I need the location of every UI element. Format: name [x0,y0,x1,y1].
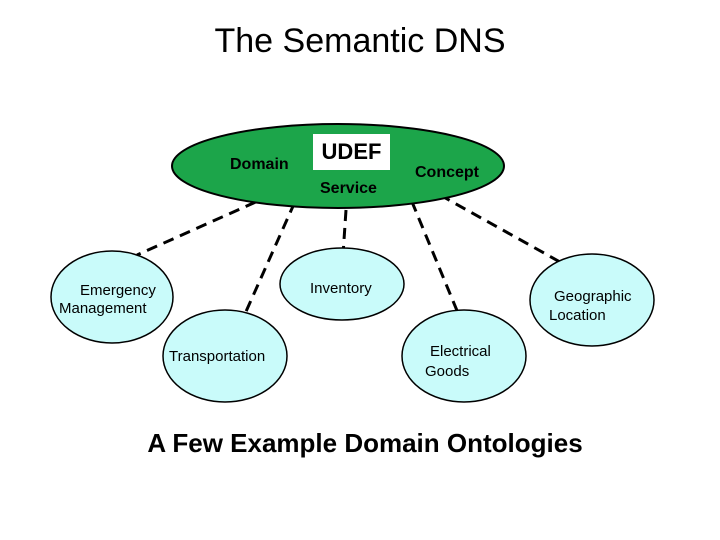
geographic-label-line1: Geographic [554,288,632,305]
connector-emergency [136,178,306,257]
domain-label: Domain [230,156,289,173]
node-geographic-location [529,253,655,347]
slide-title: The Semantic DNS [214,22,506,60]
connector-inventory [340,209,348,271]
emergency-label-line2: Management [59,300,147,317]
transportation-label: Transportation [169,348,266,365]
udef-label: UDEF [313,134,390,170]
node-transportation [162,309,288,403]
geographic-label-line2: Location [549,307,606,324]
connector-geographic [439,193,579,274]
node-emergency-management [50,250,174,344]
slide-caption: A Few Example Domain Ontologies [147,428,583,458]
connector-electrical [396,167,467,331]
connector-transportation [234,185,304,335]
concept-label: Concept [415,164,479,181]
electrical-label-line1: Electrical [430,343,491,360]
node-electrical-goods [401,309,527,403]
service-label: Service [320,180,377,197]
electrical-label-line2: Goods [425,363,470,380]
inventory-label: Inventory [310,280,372,297]
node-inventory [279,247,405,321]
emergency-label-line1: Emergency [80,282,156,299]
